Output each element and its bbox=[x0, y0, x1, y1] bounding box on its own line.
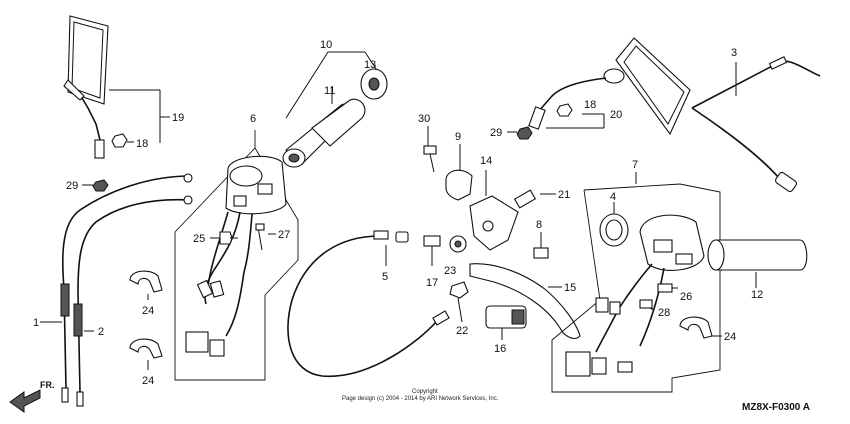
choke-cable[interactable] bbox=[691, 56, 821, 193]
wire-clamp-24-right[interactable] bbox=[679, 316, 722, 339]
callout-3: 3 bbox=[731, 47, 737, 59]
left-switch-screw-27[interactable] bbox=[255, 223, 276, 251]
callout-1: 1 bbox=[33, 317, 39, 329]
callout-29-right: 29 bbox=[490, 127, 502, 139]
left-mirror[interactable] bbox=[63, 15, 170, 159]
bolt-21[interactable] bbox=[513, 189, 556, 209]
callout-15: 15 bbox=[564, 282, 576, 294]
right-mirror[interactable] bbox=[528, 37, 691, 136]
callout-6: 6 bbox=[250, 113, 256, 125]
callout-25: 25 bbox=[193, 233, 205, 245]
callout-11: 11 bbox=[324, 85, 335, 97]
callout-2: 2 bbox=[98, 326, 104, 338]
callout-labels: 1 2 3 4 5 6 7 8 9 10 11 12 13 14 15 16 1… bbox=[33, 39, 763, 387]
callout-18-left: 18 bbox=[136, 138, 148, 150]
left-handlebar-switch[interactable] bbox=[185, 155, 287, 357]
callout-20: 20 bbox=[610, 109, 622, 121]
left-switch-screw-25[interactable] bbox=[210, 231, 238, 245]
bolt-30[interactable] bbox=[423, 126, 437, 173]
right-handlebar-switch[interactable] bbox=[565, 214, 705, 377]
seal-ring-4[interactable] bbox=[599, 202, 629, 247]
callout-27: 27 bbox=[278, 229, 290, 241]
bolt-17[interactable] bbox=[423, 235, 441, 266]
left-mirror-lock-nut[interactable] bbox=[82, 179, 109, 192]
callout-19: 19 bbox=[172, 112, 184, 124]
callout-13: 13 bbox=[364, 59, 376, 71]
throttle-cable-a[interactable] bbox=[40, 175, 191, 403]
callout-26: 26 bbox=[680, 291, 692, 303]
pivot-screw-8[interactable] bbox=[533, 232, 549, 259]
throttle-grip-rubber[interactable] bbox=[311, 86, 366, 147]
callout-23: 23 bbox=[444, 265, 456, 277]
callout-5: 5 bbox=[382, 271, 388, 283]
callout-8: 8 bbox=[536, 219, 542, 231]
callout-12: 12 bbox=[751, 289, 763, 301]
callout-22: 22 bbox=[456, 325, 468, 337]
callout-24-lower: 24 bbox=[142, 375, 154, 387]
throttle-cable-b[interactable] bbox=[73, 173, 193, 407]
right-switch-screw-26[interactable] bbox=[657, 283, 678, 293]
lever-holder-clamp-9[interactable] bbox=[445, 144, 473, 201]
callout-9: 9 bbox=[455, 131, 461, 143]
handle-grip-12[interactable] bbox=[707, 239, 808, 288]
callout-4: 4 bbox=[610, 191, 616, 203]
callout-16: 16 bbox=[494, 343, 506, 355]
front-direction-marker bbox=[9, 389, 41, 413]
callout-24-upper: 24 bbox=[142, 305, 154, 317]
copyright-line-2: Page design (c) 2004 - 2014 by ARI Netwo… bbox=[342, 396, 499, 402]
dust-cover-23[interactable] bbox=[449, 235, 467, 253]
copyright-line-1: Copyright bbox=[412, 389, 438, 395]
clutch-lever-15[interactable] bbox=[469, 263, 581, 339]
callout-28: 28 bbox=[658, 307, 670, 319]
right-switch-box-outline bbox=[551, 172, 721, 393]
pivot-bolt-22[interactable] bbox=[449, 281, 469, 323]
right-mirror-nut[interactable] bbox=[556, 103, 573, 117]
right-mirror-bracket-lines bbox=[546, 113, 605, 129]
callout-7: 7 bbox=[632, 159, 638, 171]
lever-holder-14[interactable] bbox=[469, 170, 519, 251]
wire-clamp-24-lower[interactable] bbox=[129, 338, 163, 370]
wire-clamp-24-upper[interactable] bbox=[129, 270, 163, 300]
right-switch-screw-28[interactable] bbox=[639, 299, 655, 311]
callout-29-left: 29 bbox=[66, 180, 78, 192]
callout-18-right: 18 bbox=[584, 99, 596, 111]
front-marker-label: FR. bbox=[40, 380, 55, 390]
right-mirror-lock-nut[interactable] bbox=[507, 126, 533, 140]
callout-21: 21 bbox=[558, 189, 570, 201]
clutch-switch-16[interactable] bbox=[485, 305, 527, 340]
callout-24-right: 24 bbox=[724, 331, 736, 343]
callout-10: 10 bbox=[320, 39, 332, 51]
callout-14: 14 bbox=[480, 155, 492, 167]
clutch-cable[interactable] bbox=[287, 230, 450, 377]
callout-30: 30 bbox=[418, 113, 430, 125]
diagram-code: MZ8X-F0300 A bbox=[742, 402, 810, 413]
left-mirror-nut[interactable] bbox=[111, 133, 134, 148]
grip-end-weight[interactable] bbox=[360, 68, 388, 100]
callout-17: 17 bbox=[426, 277, 438, 289]
